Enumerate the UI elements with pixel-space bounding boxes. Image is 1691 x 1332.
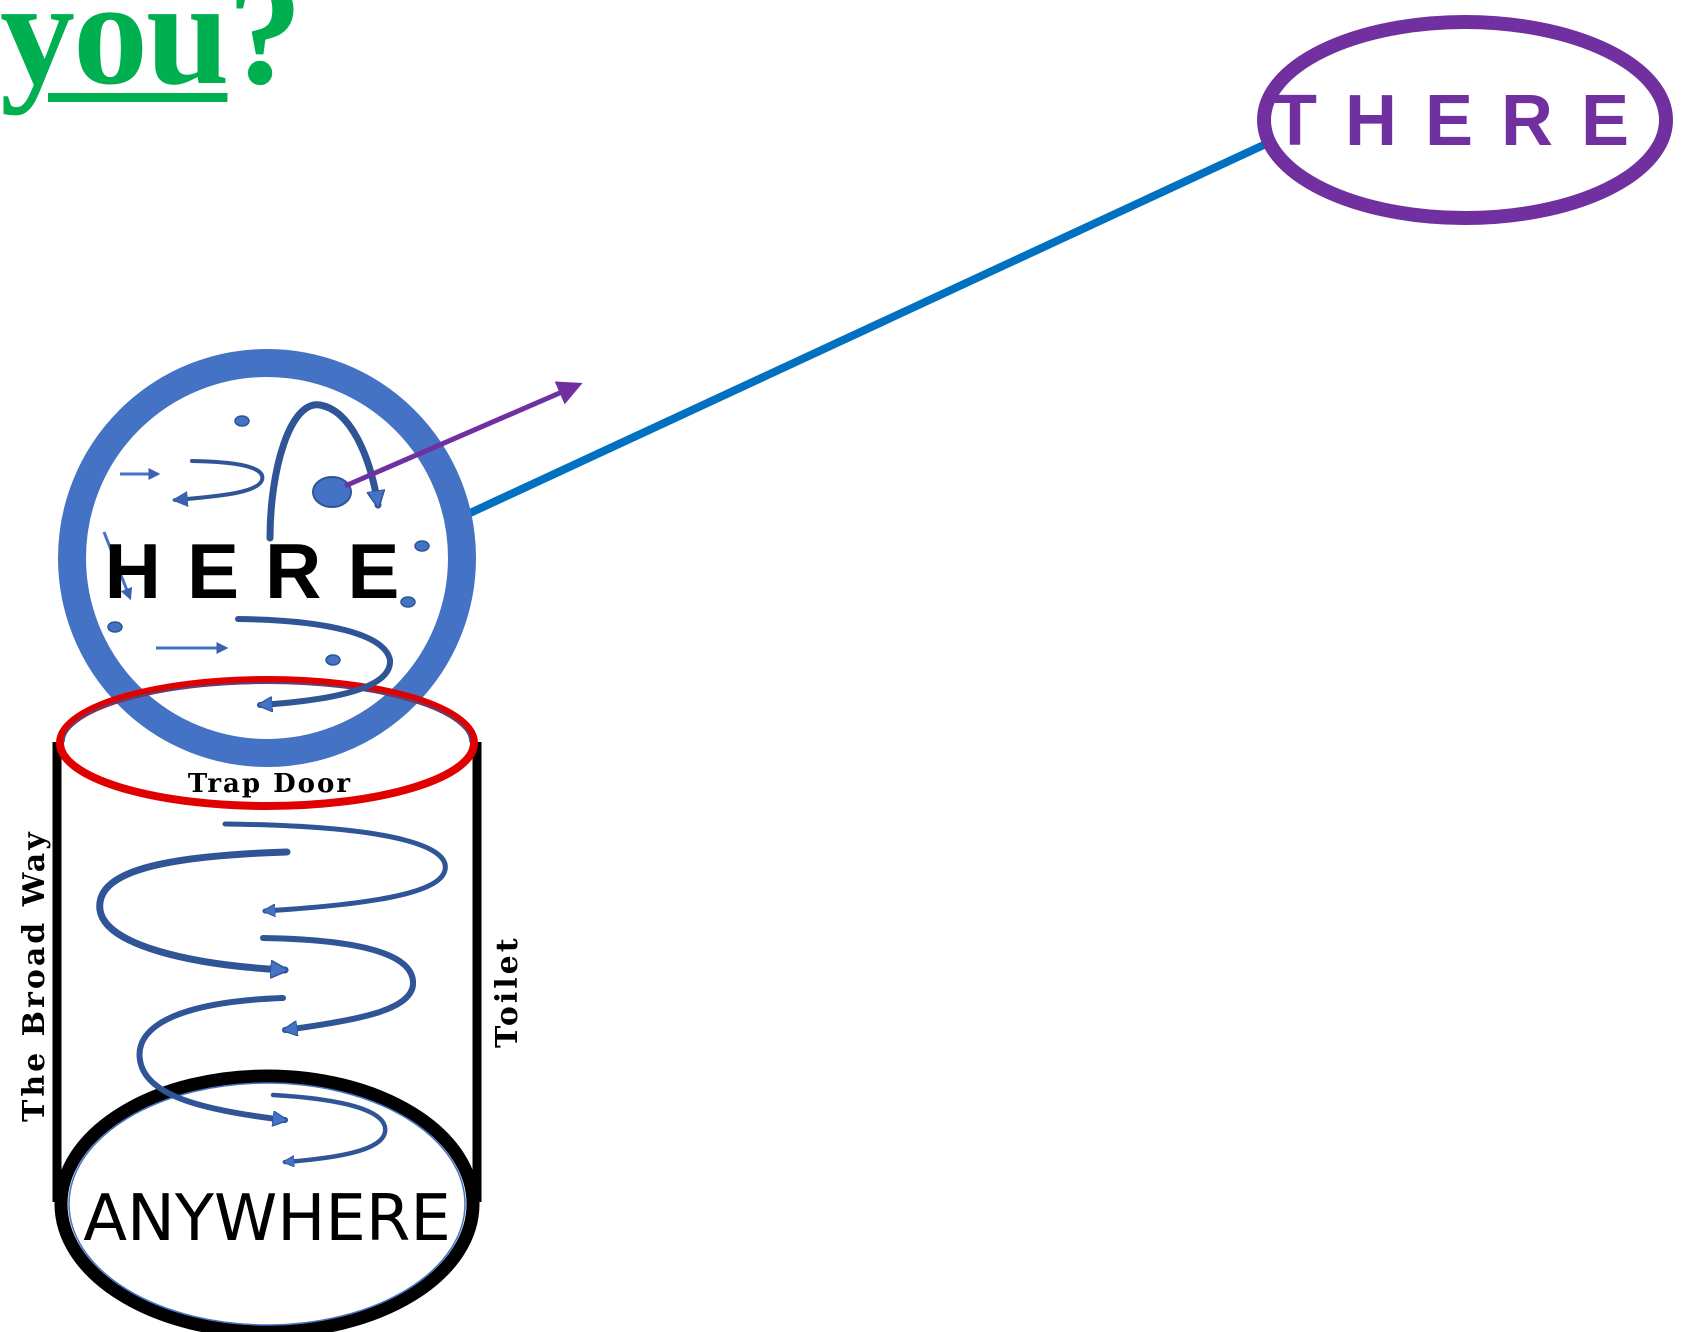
pointer-origin-dot — [312, 476, 352, 508]
here-swirl-loop — [266, 401, 378, 542]
swirl-5 — [270, 1092, 388, 1162]
broad-way-label: The Broad Way — [17, 829, 52, 1122]
dot-4 — [107, 621, 123, 633]
dot-1 — [234, 415, 250, 427]
anywhere-label: ANYWHERE — [83, 1182, 451, 1256]
title-question: you? — [0, 0, 302, 108]
anywhere-ellipse — [54, 1069, 480, 1332]
here-small-arrows — [102, 468, 229, 654]
pointer-arrow — [344, 381, 583, 489]
title-word: you — [0, 0, 229, 116]
here-dots — [107, 415, 430, 666]
title-question-mark: ? — [227, 0, 302, 116]
dot-3 — [400, 596, 416, 608]
toilet-label: Toilet — [490, 935, 525, 1048]
trap-door-inner-rim — [63, 682, 471, 743]
dot-5 — [325, 654, 341, 666]
here-label: HERE — [105, 527, 426, 615]
anywhere-inner-rim — [68, 1082, 466, 1326]
swirl-3 — [260, 935, 417, 1030]
small-arrow-2 — [102, 531, 133, 601]
connector-line — [453, 139, 1270, 524]
there-ellipse — [1257, 15, 1673, 225]
here-swirls — [171, 401, 393, 705]
swirl-1 — [222, 821, 448, 911]
trap-door-ellipse — [56, 676, 478, 810]
there-label: THERE — [1273, 81, 1657, 161]
swirl-4 — [136, 995, 285, 1120]
dot-2 — [414, 540, 430, 552]
trap-door-label: Trap Door — [188, 769, 352, 799]
here-swirl-bottom — [235, 616, 393, 705]
cylinder-swirls — [96, 821, 448, 1162]
swirl-2 — [96, 848, 291, 970]
here-swirl-top — [171, 459, 265, 507]
